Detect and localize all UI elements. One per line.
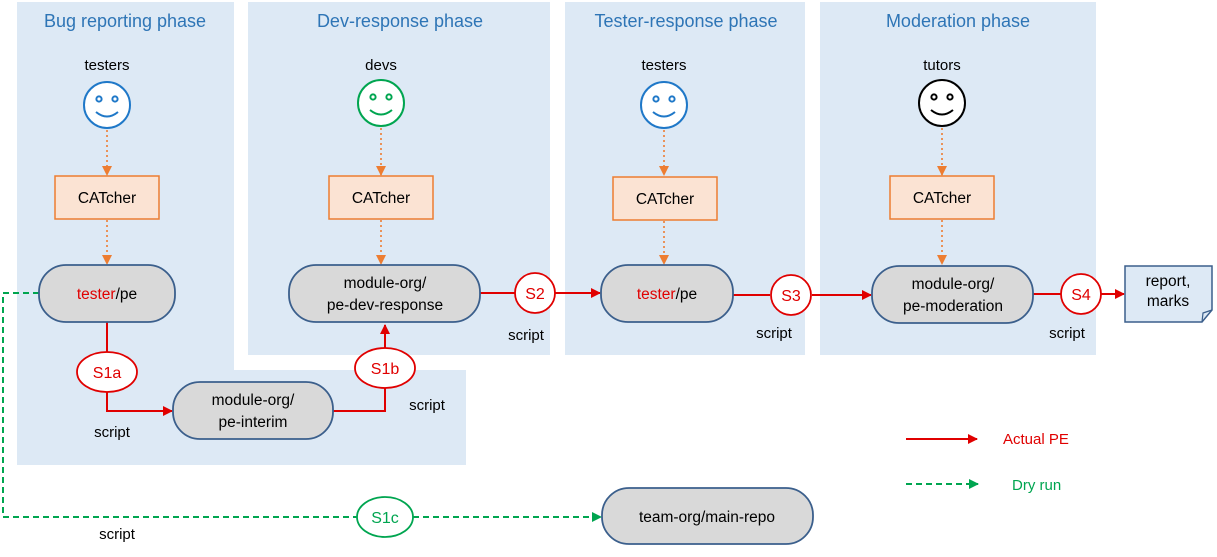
catcher-label-2: CATcher: [352, 190, 410, 207]
catcher-box-1: [54, 175, 160, 220]
catcher-box-4: [889, 175, 995, 220]
report-document-icon: [1124, 265, 1213, 323]
repo-label-moderation-line1: module-org/: [912, 276, 995, 293]
repo-node-moderation: [871, 265, 1034, 324]
script-label-s4: script: [1049, 325, 1086, 342]
phase-title-tester-response: Tester-response phase: [594, 11, 777, 31]
role-label-devs: devs: [365, 57, 397, 74]
repo-node-tester-pe-2: [600, 264, 734, 323]
catcher-label-3: CATcher: [636, 191, 694, 208]
repo-node-tester-pe-1: [38, 264, 176, 323]
step-circle-s4: [1060, 273, 1102, 315]
repo-label-dev-response-line2: pe-dev-response: [327, 297, 443, 314]
report-label-line2: marks: [1147, 293, 1189, 310]
report-document-fold: [1201, 309, 1213, 323]
repo-label-tester-pe-1: tester/pe: [77, 286, 137, 303]
catcher-label-4: CATcher: [913, 190, 971, 207]
legend-dry-run-label: Dry run: [1012, 477, 1061, 494]
phase-title-dev-response: Dev-response phase: [317, 11, 483, 31]
script-label-s2: script: [508, 327, 545, 344]
script-label-s1a: script: [94, 424, 131, 441]
step-circle-s1a: [76, 351, 138, 393]
report-label-line1: report,: [1146, 273, 1191, 290]
repo-label-moderation-line2: pe-moderation: [903, 298, 1003, 315]
step-label-s2: S2: [525, 286, 545, 303]
step-circle-s3: [770, 274, 812, 316]
repo-label-main-repo: team-org/main-repo: [639, 509, 775, 526]
step-label-s4: S4: [1071, 287, 1091, 304]
phase-title-bug-reporting: Bug reporting phase: [44, 11, 206, 31]
catcher-box-2: [328, 175, 434, 220]
phase-bg-bug-reporting: [17, 2, 466, 465]
legend-actual-pe-label: Actual PE: [1003, 431, 1069, 448]
repo-label-dev-response-line1: module-org/: [344, 275, 427, 292]
script-label-s1b: script: [409, 397, 446, 414]
step-label-s1b: S1b: [371, 361, 400, 378]
step-circle-s1b: [354, 347, 416, 389]
role-label-testers-1: testers: [84, 57, 129, 74]
role-label-testers-2: testers: [641, 57, 686, 74]
repo-node-dev-response: [288, 264, 481, 323]
catcher-label-1: CATcher: [78, 190, 136, 207]
step-label-s3: S3: [781, 288, 801, 305]
repo-label-interim-line1: module-org/: [212, 392, 295, 409]
repo-label-tester-pe-2: tester/pe: [637, 286, 697, 303]
repo-node-main-repo: [601, 487, 814, 545]
smiley-face-icon-testers-1: [83, 81, 131, 129]
catcher-box-3: [612, 176, 718, 221]
arrow-s1a-to-interim: [106, 392, 173, 416]
smiley-face-icon-tutors: [918, 79, 966, 127]
step-label-s1c: S1c: [371, 510, 399, 527]
repo-node-interim: [172, 381, 334, 440]
script-label-s3: script: [756, 325, 793, 342]
step-label-s1a: S1a: [93, 365, 122, 382]
smiley-face-icon-devs: [357, 79, 405, 127]
script-label-s1c: script: [99, 526, 136, 543]
repo-label-interim-line2: pe-interim: [219, 414, 288, 431]
role-label-tutors: tutors: [923, 57, 961, 74]
phase-title-moderation: Moderation phase: [886, 11, 1030, 31]
step-circle-s2: [514, 272, 556, 314]
smiley-face-icon-testers-2: [640, 81, 688, 129]
step-circle-s1c: [356, 496, 414, 538]
line-interim-to-s1b: [333, 388, 386, 412]
